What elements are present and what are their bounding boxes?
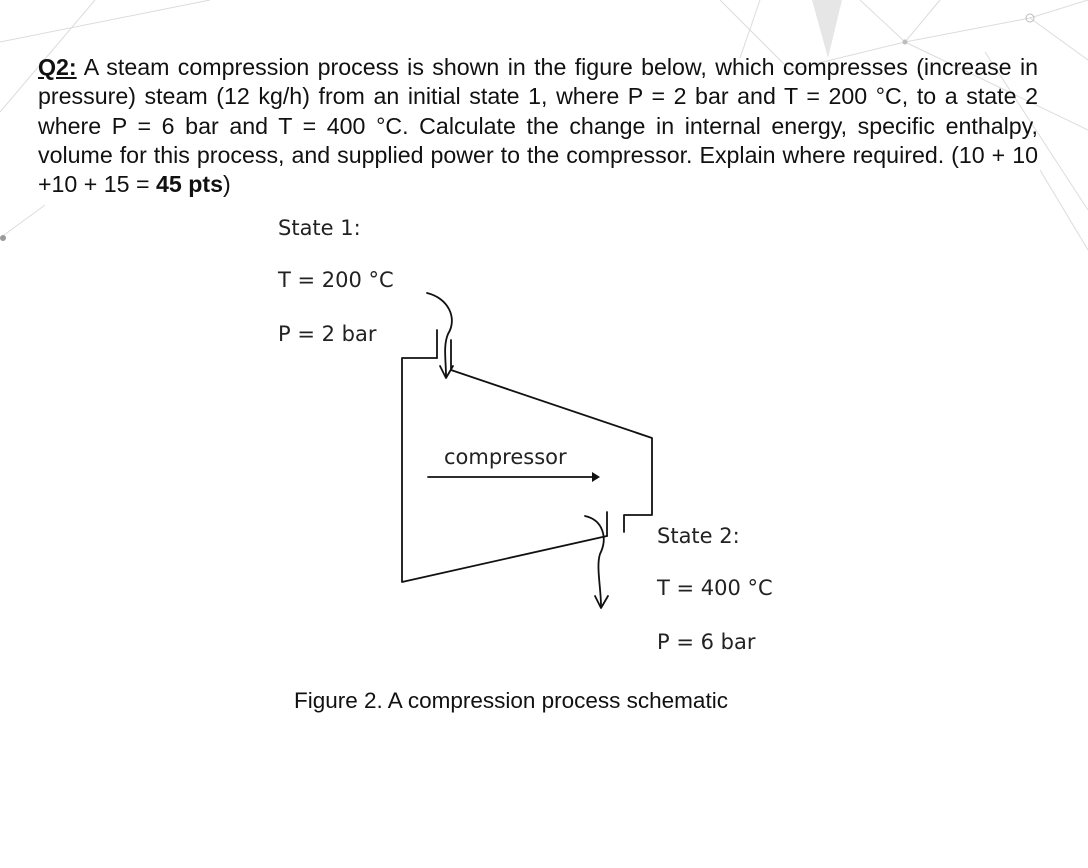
outlet-arrow <box>584 515 605 607</box>
outlet-arrow-head <box>594 595 609 609</box>
question-text: Q2: A steam compression process is shown… <box>38 53 1038 199</box>
compressor-figure: State 1: T = 200 °C P = 2 bar compressor… <box>262 200 782 680</box>
state1-temperature: T = 200 °C <box>278 268 394 292</box>
internal-flow-arrow-head <box>592 472 600 482</box>
compressor-label: compressor <box>444 445 567 469</box>
compressor-body <box>401 357 608 583</box>
state1-title: State 1: <box>278 216 361 240</box>
question-number: Q2: <box>38 54 77 80</box>
question-points: 45 pts <box>155 171 223 198</box>
state2-title: State 2: <box>657 524 740 548</box>
question-body: A steam compression process is shown in … <box>38 54 1038 198</box>
question-closing: ) <box>223 171 231 198</box>
inlet-arrow <box>426 292 453 377</box>
state2-temperature: T = 400 °C <box>657 576 773 600</box>
figure-caption: Figure 2. A compression process schemati… <box>294 688 728 713</box>
inlet-arrow-head <box>439 365 454 379</box>
compressor-schematic <box>401 292 653 609</box>
state2-pressure: P = 6 bar <box>657 630 756 654</box>
state1-pressure: P = 2 bar <box>278 322 377 346</box>
compressor-top-edge <box>450 369 653 533</box>
